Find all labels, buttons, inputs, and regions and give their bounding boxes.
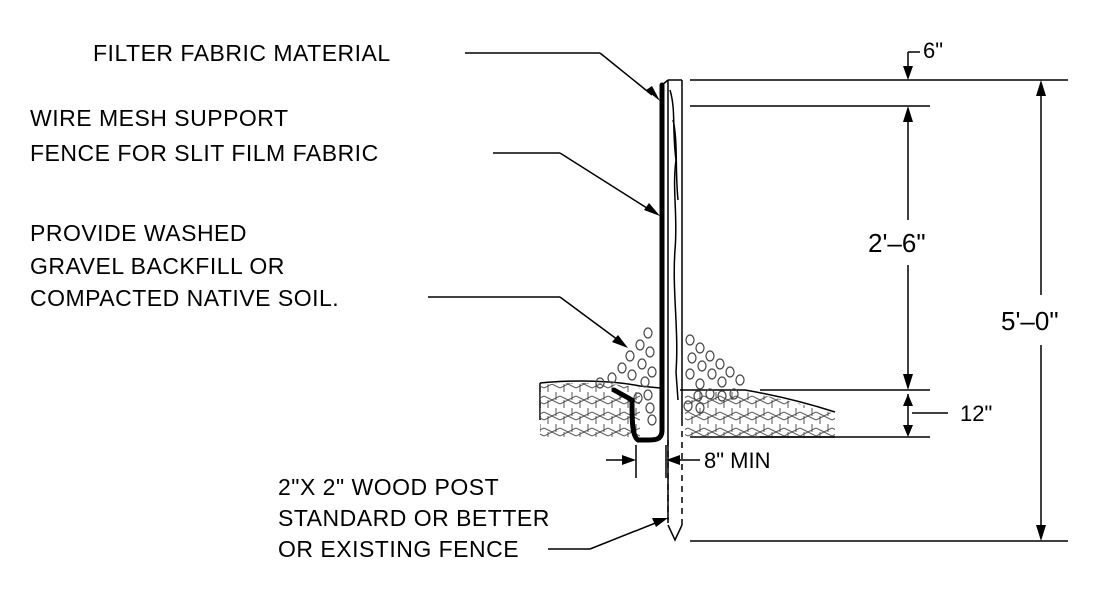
label-backfill-3: COMPACTED NATIVE SOIL. <box>30 285 339 311</box>
annotations: FILTER FABRIC MATERIAL WIRE MESH SUPPORT… <box>30 38 1059 562</box>
dim-total-height: 5'–0" <box>1001 306 1059 336</box>
label-post-2: STANDARD OR BETTER <box>278 505 550 531</box>
label-wire-mesh-1: WIRE MESH SUPPORT <box>30 105 289 131</box>
wire-mesh-line <box>669 89 679 401</box>
label-post-1: 2"X 2" WOOD POST <box>278 474 499 500</box>
label-backfill-2: GRAVEL BACKFILL OR <box>30 253 285 279</box>
dim-trench-depth: 12" <box>960 401 992 426</box>
dimension-lines <box>606 51 1068 542</box>
soil-hatch-right <box>685 392 835 437</box>
dim-fabric-height: 2'–6" <box>868 228 926 258</box>
gravel-backfill <box>595 327 745 426</box>
leader-lines <box>428 52 668 550</box>
soil-hatch-left <box>540 383 640 437</box>
label-wire-mesh-2: FENCE FOR SLIT FILM FABRIC <box>30 140 379 166</box>
dim-trench-width: 8" MIN <box>704 448 770 473</box>
label-post-3: OR EXISTING FENCE <box>278 536 519 562</box>
filter-fabric <box>611 82 665 443</box>
label-backfill-1: PROVIDE WASHED <box>30 220 247 246</box>
fence-assembly <box>611 79 683 542</box>
dim-top-offset: 6" <box>923 38 943 63</box>
label-filter-fabric: FILTER FABRIC MATERIAL <box>93 40 391 66</box>
